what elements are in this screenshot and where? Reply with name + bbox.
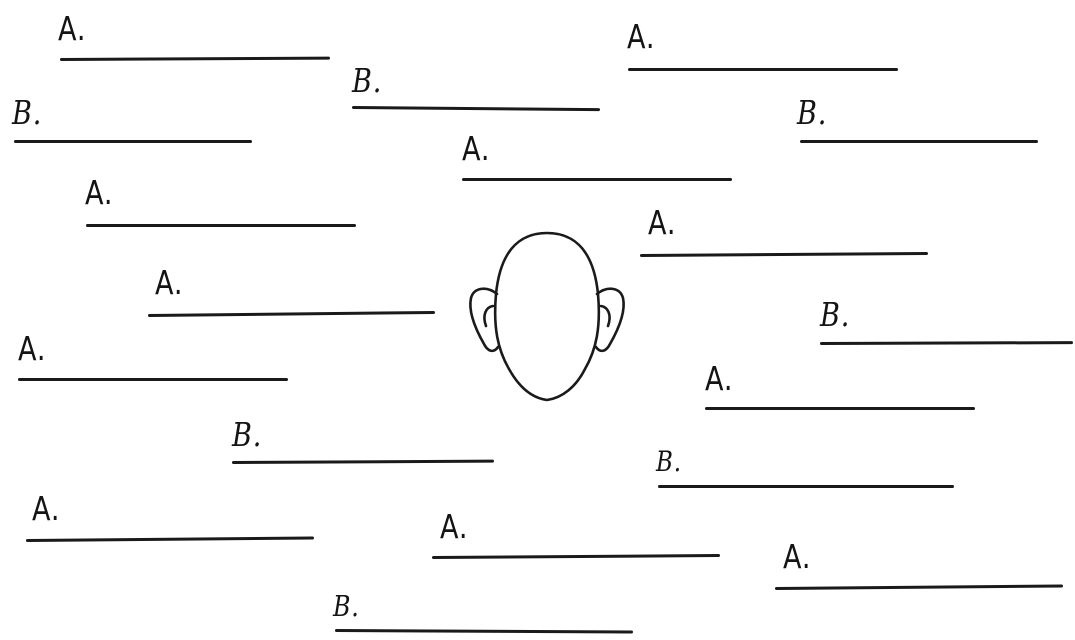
blank-letter: A. [462, 132, 490, 165]
blank-letter: A. [58, 12, 86, 45]
answer-line[interactable] [462, 178, 732, 181]
answer-line[interactable] [640, 252, 928, 257]
answer-line[interactable] [705, 407, 975, 410]
blank-letter: A. [705, 362, 733, 395]
blank-letter: B. [232, 418, 262, 451]
answer-line[interactable] [352, 106, 600, 111]
blank-letter: A. [85, 176, 113, 209]
answer-line[interactable] [820, 341, 1073, 344]
answer-line[interactable] [148, 311, 435, 317]
answer-line[interactable] [335, 629, 633, 633]
blank-letter: A. [440, 510, 468, 543]
answer-line[interactable] [775, 584, 1063, 589]
blank-letter: A. [155, 266, 183, 299]
blank-letter: B. [333, 592, 360, 621]
answer-line[interactable] [800, 140, 1038, 143]
blank-letter: A. [627, 20, 655, 53]
left-ear-inner [484, 306, 493, 326]
head-outline-icon [462, 226, 632, 408]
answer-line[interactable] [86, 224, 356, 227]
answer-line[interactable] [432, 554, 720, 559]
answer-line[interactable] [26, 536, 314, 541]
blank-letter: B. [12, 96, 42, 129]
blank-letter: A. [32, 492, 60, 525]
right-ear-inner [601, 306, 610, 326]
blank-letter: B. [820, 298, 850, 331]
answer-line[interactable] [18, 378, 288, 381]
answer-line[interactable] [232, 460, 494, 464]
blank-letter: B. [797, 96, 827, 129]
blank-letter: A. [18, 332, 46, 365]
blank-letter: A. [783, 540, 811, 573]
blank-letter: B. [352, 64, 382, 97]
head-face-outline [495, 233, 599, 400]
answer-line[interactable] [14, 140, 252, 143]
answer-line[interactable] [628, 68, 898, 71]
answer-line[interactable] [60, 57, 330, 61]
blank-letter: A. [648, 206, 676, 239]
blank-letter: B. [656, 448, 682, 476]
answer-line[interactable] [658, 485, 954, 488]
